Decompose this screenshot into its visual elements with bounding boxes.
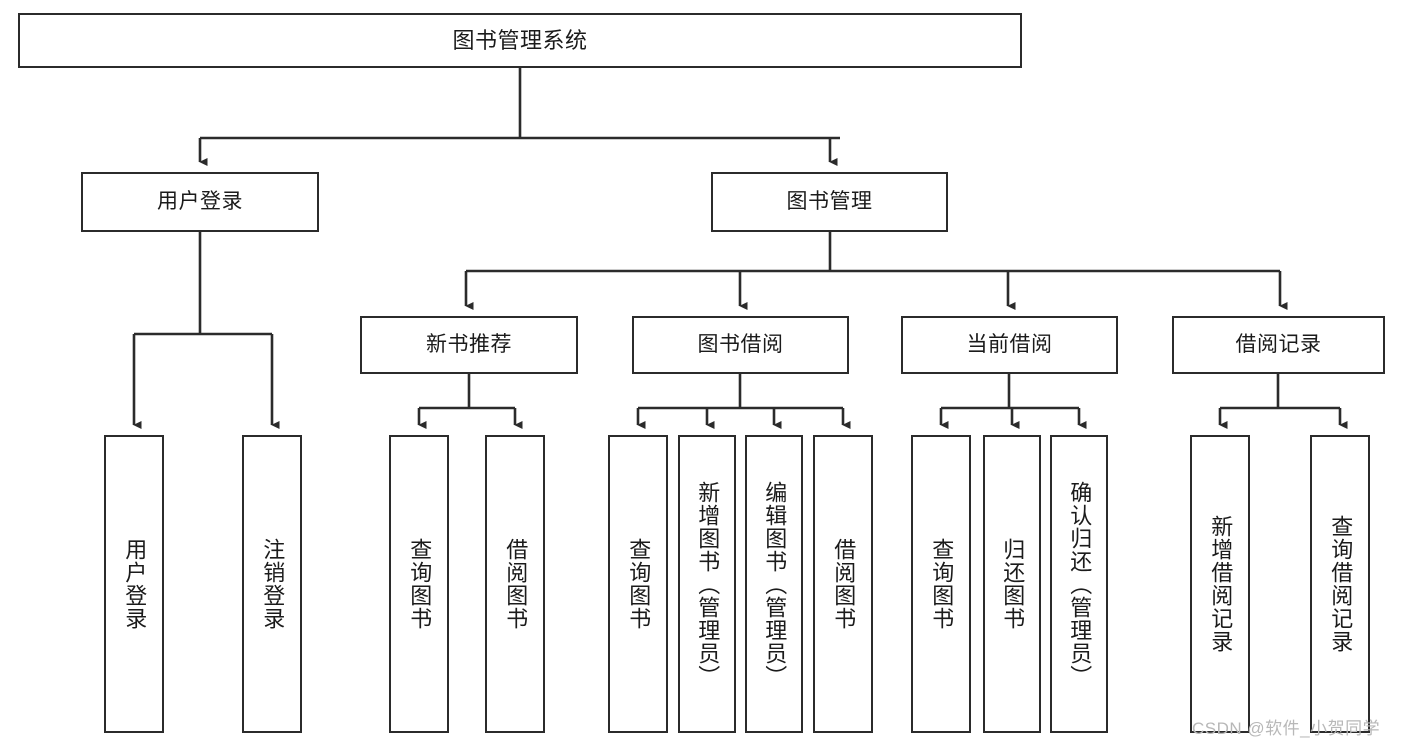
node-leaf-confirm-return-label: 确认归还（管理员）: [1067, 480, 1093, 688]
node-book-manage[interactable]: 图书管理: [711, 172, 948, 232]
node-root-label: 图书管理系统: [452, 27, 588, 53]
node-new-book-rec-label: 新书推荐: [426, 332, 512, 356]
node-leaf-borrow-book-1[interactable]: 借阅图书: [485, 435, 545, 733]
node-book-borrow-label: 图书借阅: [697, 332, 784, 356]
node-current-borrow-label: 当前借阅: [966, 332, 1053, 356]
node-leaf-borrow-book-2[interactable]: 借阅图书: [813, 435, 873, 733]
node-leaf-add-record[interactable]: 新增借阅记录: [1190, 435, 1250, 733]
node-leaf-query-record-label: 查询借阅记录: [1328, 515, 1354, 653]
node-leaf-confirm-return[interactable]: 确认归还（管理员）: [1050, 435, 1108, 733]
node-borrow-record-label: 借阅记录: [1235, 332, 1322, 356]
node-book-borrow[interactable]: 图书借阅: [632, 316, 849, 374]
watermark-text: CSDN @软件_小贺同学: [1192, 719, 1381, 738]
node-leaf-query-book-2-label: 查询图书: [626, 538, 652, 630]
node-leaf-query-book-3[interactable]: 查询图书: [911, 435, 971, 733]
node-root[interactable]: 图书管理系统: [18, 13, 1022, 68]
node-leaf-query-book-2[interactable]: 查询图书: [608, 435, 668, 733]
node-borrow-record[interactable]: 借阅记录: [1172, 316, 1385, 374]
node-leaf-query-book-1-label: 查询图书: [407, 538, 433, 630]
node-leaf-query-book-3-label: 查询图书: [929, 538, 955, 630]
node-leaf-logout-label: 注销登录: [260, 538, 286, 630]
node-leaf-borrow-book-1-label: 借阅图书: [503, 538, 529, 630]
node-leaf-edit-book[interactable]: 编辑图书（管理员）: [745, 435, 803, 733]
node-user-login-label: 用户登录: [157, 189, 243, 213]
node-leaf-user-login-label: 用户登录: [122, 538, 148, 630]
node-leaf-logout[interactable]: 注销登录: [242, 435, 302, 733]
node-leaf-add-book-label: 新增图书（管理员）: [695, 480, 721, 688]
node-leaf-user-login[interactable]: 用户登录: [104, 435, 164, 733]
node-leaf-add-book[interactable]: 新增图书（管理员）: [678, 435, 736, 733]
node-current-borrow[interactable]: 当前借阅: [901, 316, 1118, 374]
node-leaf-return-book-label: 归还图书: [1000, 538, 1026, 630]
node-leaf-edit-book-label: 编辑图书（管理员）: [762, 480, 788, 688]
node-leaf-query-record[interactable]: 查询借阅记录: [1310, 435, 1370, 733]
node-user-login[interactable]: 用户登录: [81, 172, 319, 232]
node-leaf-return-book[interactable]: 归还图书: [983, 435, 1041, 733]
node-leaf-query-book-1[interactable]: 查询图书: [389, 435, 449, 733]
node-book-manage-label: 图书管理: [786, 189, 873, 213]
node-leaf-add-record-label: 新增借阅记录: [1208, 515, 1234, 653]
node-leaf-borrow-book-2-label: 借阅图书: [831, 538, 857, 630]
node-new-book-rec[interactable]: 新书推荐: [360, 316, 578, 374]
